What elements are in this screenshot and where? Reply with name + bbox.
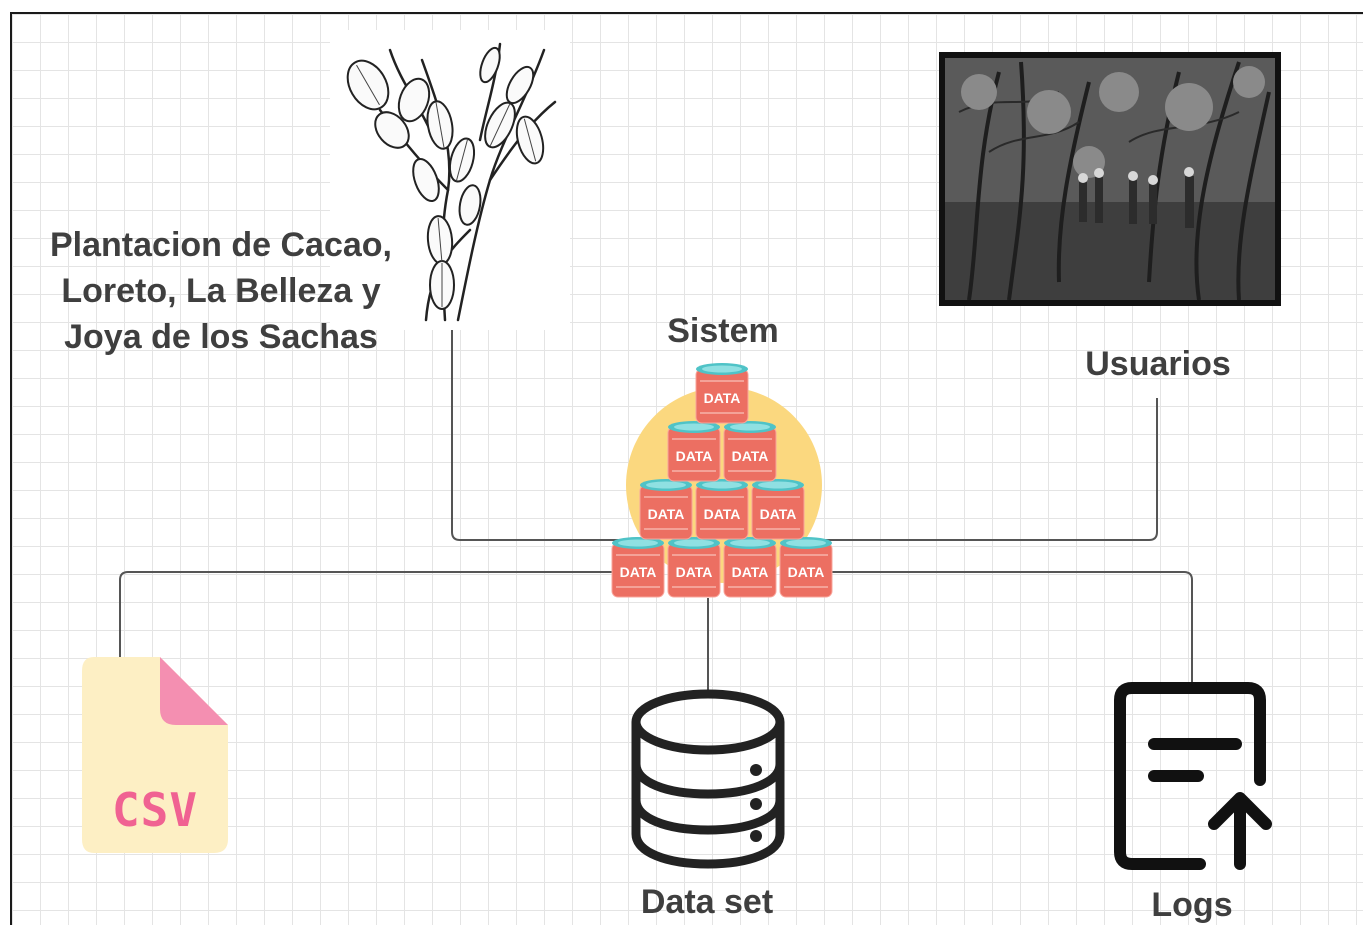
plantation-connector bbox=[451, 318, 640, 541]
plantation-label: Plantacion de Cacao, Loreto, La Belleza … bbox=[20, 222, 422, 360]
plantation-label-line: Loreto, La Belleza y bbox=[61, 272, 381, 310]
can-label: DATA bbox=[704, 506, 741, 522]
can-label: DATA bbox=[648, 506, 685, 522]
can-label: DATA bbox=[620, 564, 657, 580]
logs-icon bbox=[1114, 682, 1272, 870]
plantation-photo bbox=[939, 52, 1281, 306]
users-connector bbox=[810, 398, 1158, 541]
logs-connector bbox=[830, 571, 1193, 688]
can-label: DATA bbox=[760, 506, 797, 522]
data-system-icon: DATA DATA DATA DATA DATA DATA DATA DATA … bbox=[611, 362, 833, 598]
plantation-label-line: Plantacion de Cacao, bbox=[50, 226, 392, 264]
csv-file-icon bbox=[82, 657, 228, 853]
plantation-label-line: Joya de los Sachas bbox=[64, 318, 378, 356]
can-label: DATA bbox=[704, 390, 741, 406]
can-label: DATA bbox=[676, 448, 713, 464]
csv-connector bbox=[119, 571, 620, 660]
can-label: DATA bbox=[732, 564, 769, 580]
users-label: Usuarios bbox=[1085, 345, 1231, 383]
database-icon bbox=[631, 689, 785, 869]
system-label: Sistem bbox=[667, 312, 779, 350]
dataset-label: Data set bbox=[640, 883, 774, 921]
can-label: DATA bbox=[732, 448, 769, 464]
can-label: DATA bbox=[676, 564, 713, 580]
csv-label: CSV bbox=[111, 783, 199, 837]
logs-label: Logs bbox=[1151, 886, 1233, 924]
cacao-plant-illustration bbox=[330, 30, 570, 330]
can-label: DATA bbox=[788, 564, 825, 580]
